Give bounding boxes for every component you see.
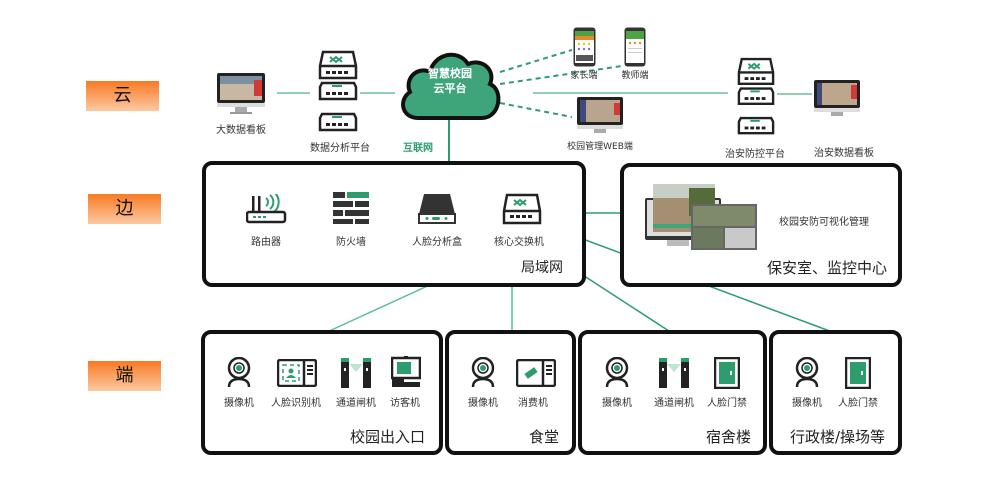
server-stack-icon	[318, 50, 358, 142]
teacher-app-label: 教师端	[621, 71, 649, 81]
security-data-board-label: 治安数据看板	[814, 148, 874, 159]
group-title: 行政楼/操场等	[790, 428, 886, 446]
group-panel-entrance	[201, 330, 443, 455]
big-data-board-label: 大数据看板	[216, 125, 266, 136]
group-title: 校园出入口	[350, 428, 426, 446]
camera-icon	[469, 356, 497, 393]
parent-app-label: 家长端	[570, 71, 598, 81]
face-analysis-box-label: 人脸分析盒	[412, 237, 462, 248]
security-platform-label: 治安防控平台	[725, 149, 785, 160]
face-recognition-terminal-icon	[276, 358, 318, 391]
internet-label: 互联网	[403, 143, 433, 154]
teacher-phone-icon	[624, 27, 646, 71]
tier-label-cloud: 云	[86, 81, 159, 111]
device-label: 通道闸机	[336, 398, 376, 409]
tier-label-edge: 边	[88, 194, 161, 224]
device-label: 摄像机	[224, 398, 254, 409]
link-cloud-teacher	[499, 65, 623, 85]
firewall-icon	[333, 192, 369, 228]
core-switch-label: 核心交换机	[494, 237, 544, 248]
camera-icon	[793, 356, 821, 393]
lan-title: 局域网	[521, 260, 563, 276]
turnstile-icon	[339, 358, 373, 392]
core-switch-icon	[502, 193, 542, 229]
firewall-label: 防火墙	[336, 237, 366, 248]
group-panel-admin	[769, 330, 902, 455]
camera-icon	[603, 356, 631, 393]
web-portal-label: 校园管理WEB端	[567, 142, 633, 152]
cloud-platform-title: 智慧校园 云平台	[410, 66, 490, 96]
router-label: 路由器	[251, 237, 281, 248]
security-room-caption: 校园安防可视化管理	[779, 217, 869, 228]
web-monitor-icon	[576, 96, 624, 140]
group-title: 食堂	[529, 428, 560, 446]
device-label: 摄像机	[602, 398, 632, 409]
security-monitor-icon	[813, 79, 861, 123]
group-panel-dorm	[578, 330, 767, 455]
device-label: 通道闸机	[654, 398, 694, 409]
security-server-stack-icon	[737, 57, 775, 145]
visitor-terminal-icon	[390, 356, 422, 392]
device-label: 消费机	[518, 398, 548, 409]
monitor-icon	[216, 72, 266, 120]
face-analysis-box-icon	[418, 193, 456, 229]
group-title: 宿舍楼	[706, 428, 752, 446]
cloud-platform-line1: 智慧校园	[428, 67, 472, 80]
data-analysis-platform-label: 数据分析平台	[310, 143, 370, 154]
link-cloud-web	[499, 102, 573, 118]
face-access-door-icon	[844, 356, 872, 393]
link-cloud-parent	[499, 49, 573, 73]
camera-icon	[225, 356, 253, 393]
face-access-door-icon	[713, 356, 741, 393]
pos-terminal-icon	[515, 358, 557, 391]
device-label: 人脸识别机	[271, 398, 321, 409]
tier-label-end: 端	[88, 361, 161, 391]
turnstile-icon	[657, 358, 691, 392]
surveillance-screens-icon	[645, 184, 757, 254]
group-panel-canteen	[445, 330, 576, 455]
cloud-icon	[396, 42, 504, 128]
device-label: 人脸门禁	[707, 398, 747, 409]
router-icon	[245, 191, 288, 228]
security-room-title: 保安室、监控中心	[767, 259, 888, 277]
device-label: 访客机	[390, 398, 420, 409]
cloud-platform-line2: 云平台	[433, 82, 467, 95]
device-label: 摄像机	[792, 398, 822, 409]
device-label: 人脸门禁	[838, 398, 878, 409]
parent-phone-icon	[573, 27, 596, 71]
device-label: 摄像机	[468, 398, 498, 409]
